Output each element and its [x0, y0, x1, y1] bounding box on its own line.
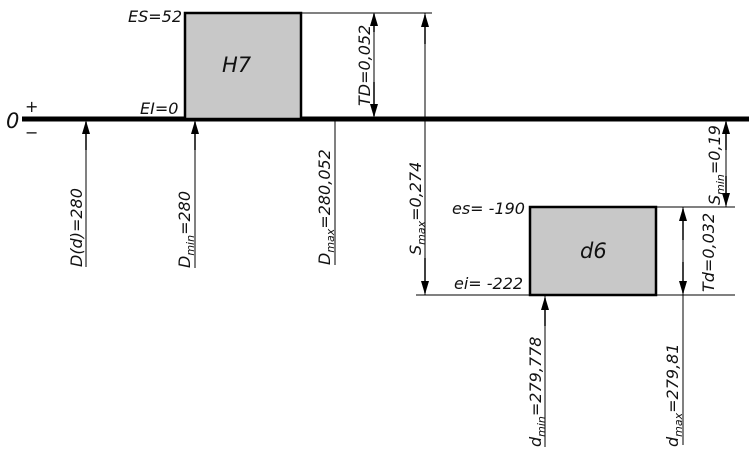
- dmin-hole-label: Dmin=280: [175, 191, 197, 268]
- shaft-es-label: es= -190: [452, 199, 525, 218]
- hole-ei-label: EI=0: [140, 99, 178, 118]
- dmin-shaft-label: dmin=279,778: [526, 337, 548, 447]
- hole-zone-label: H7: [222, 53, 252, 77]
- minus-sign: −: [25, 123, 38, 142]
- nominal-label: D(d)=280: [67, 188, 86, 267]
- td-label: TD=0,052: [355, 25, 374, 106]
- zero-label: 0: [6, 109, 19, 133]
- shaft-zone-label: d6: [580, 239, 607, 263]
- shaft-ei-label: ei= -222: [454, 274, 523, 293]
- hole-tolerance-zone: [183, 11, 303, 121]
- dmax-hole-label: Dmax=280,052: [315, 149, 337, 265]
- smin-label: Smin=0,19: [705, 125, 727, 205]
- smax-label: Smax=0,274: [406, 162, 428, 255]
- td-shaft-label: Td=0,032: [699, 213, 718, 292]
- dmax-shaft-label: dmax=279,81: [663, 343, 685, 447]
- hole-es-label: ES=52: [128, 7, 182, 26]
- plus-sign: +: [25, 97, 38, 116]
